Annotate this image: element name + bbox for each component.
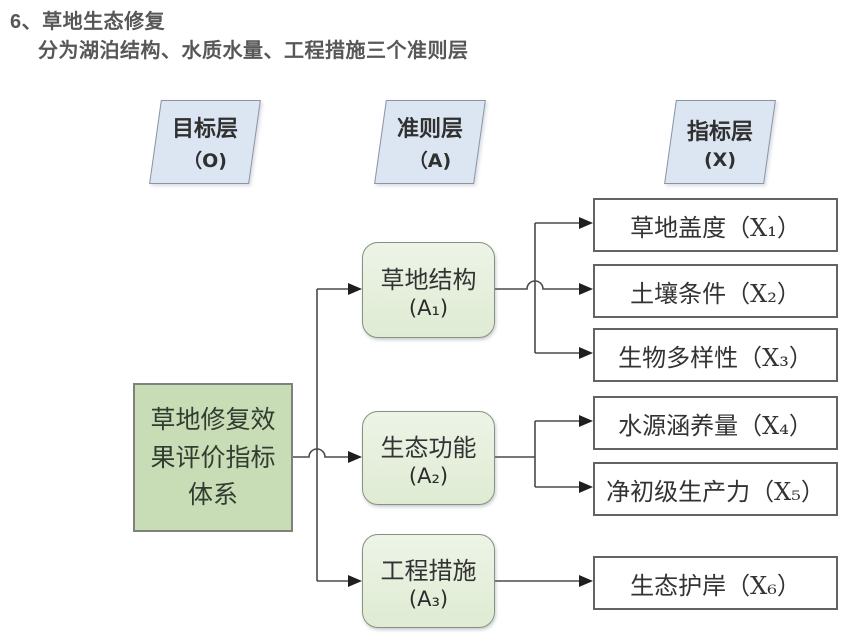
node-indicator-x2: 土壤条件（X₂） xyxy=(593,264,838,318)
layer-tag-goal-inner: 目标层 （O) xyxy=(156,101,254,183)
arrowhead-icon xyxy=(348,451,362,463)
layer-tag-criteria: 准则层 （A) xyxy=(374,100,486,184)
node-criteria-a2-code: (A₂) xyxy=(408,464,449,488)
layer-tag-goal-code: （O) xyxy=(183,150,227,172)
node-indicator-x6: 生态护岸（X₆） xyxy=(593,556,838,610)
layer-tag-goal: 目标层 （O) xyxy=(149,100,261,184)
node-indicator-x4: 水源涵养量（X₄） xyxy=(593,396,838,450)
node-indicator-x5: 净初级生产力（X₅） xyxy=(593,462,838,516)
node-criteria-a1-code: (A₁) xyxy=(408,296,449,320)
page-title: 6、草地生态修复 xyxy=(10,11,166,33)
layer-tag-indicator-label: 指标层 xyxy=(686,118,753,144)
node-criteria-a3-code: (A₃) xyxy=(408,587,449,611)
arrowhead-icon xyxy=(579,283,593,295)
node-indicator-x2-label: 土壤条件（X₂） xyxy=(630,279,801,308)
layer-tag-criteria-inner: 准则层 （A) xyxy=(381,101,479,183)
node-criteria-a2-label: 生态功能 xyxy=(380,434,477,462)
node-criteria-a3: 工程措施 (A₃) xyxy=(362,534,495,628)
layer-tag-goal-label: 目标层 xyxy=(171,116,238,141)
layer-tag-criteria-code: （A) xyxy=(408,150,452,172)
arrowhead-icon xyxy=(579,415,593,427)
node-indicator-x3-label: 生物多样性（X₃） xyxy=(618,343,813,372)
arrowhead-icon xyxy=(579,575,593,587)
arrowhead-icon xyxy=(579,217,593,229)
node-indicator-x1: 草地盖度（X₁） xyxy=(593,198,838,252)
arrowhead-icon xyxy=(579,347,593,359)
layer-tag-indicator-code: (X) xyxy=(703,148,737,171)
node-criteria-a3-label: 工程措施 xyxy=(380,557,477,585)
layer-tag-criteria-label: 准则层 xyxy=(396,116,463,141)
connector-a1-x2 xyxy=(493,280,579,290)
node-indicator-x4-label: 水源涵养量（X₄） xyxy=(618,411,813,440)
node-criteria-a1-label: 草地结构 xyxy=(380,266,477,294)
arrowhead-icon xyxy=(348,575,362,587)
layer-tag-indicator: 指标层 (X) xyxy=(664,100,776,184)
node-criteria-a1: 草地结构 (A₁) xyxy=(362,242,495,338)
arrowhead-icon xyxy=(579,481,593,493)
arrowhead-icon xyxy=(348,283,362,295)
node-goal-label: 草地修复效果评价指标体系 xyxy=(150,405,276,510)
node-indicator-x3: 生物多样性（X₃） xyxy=(593,328,838,382)
page-subtitle: 分为湖泊结构、水质水量、工程措施三个准则层 xyxy=(38,40,469,62)
layer-tag-indicator-inner: 指标层 (X) xyxy=(671,101,769,183)
connector-goal-a2 xyxy=(289,448,348,458)
node-criteria-a2: 生态功能 (A₂) xyxy=(362,411,495,505)
node-indicator-x6-label: 生态护岸（X₆） xyxy=(630,571,801,600)
node-goal: 草地修复效果评价指标体系 xyxy=(133,383,293,532)
node-indicator-x1-label: 草地盖度（X₁） xyxy=(630,213,801,242)
node-indicator-x5-label: 净初级生产力（X₅） xyxy=(606,477,825,506)
